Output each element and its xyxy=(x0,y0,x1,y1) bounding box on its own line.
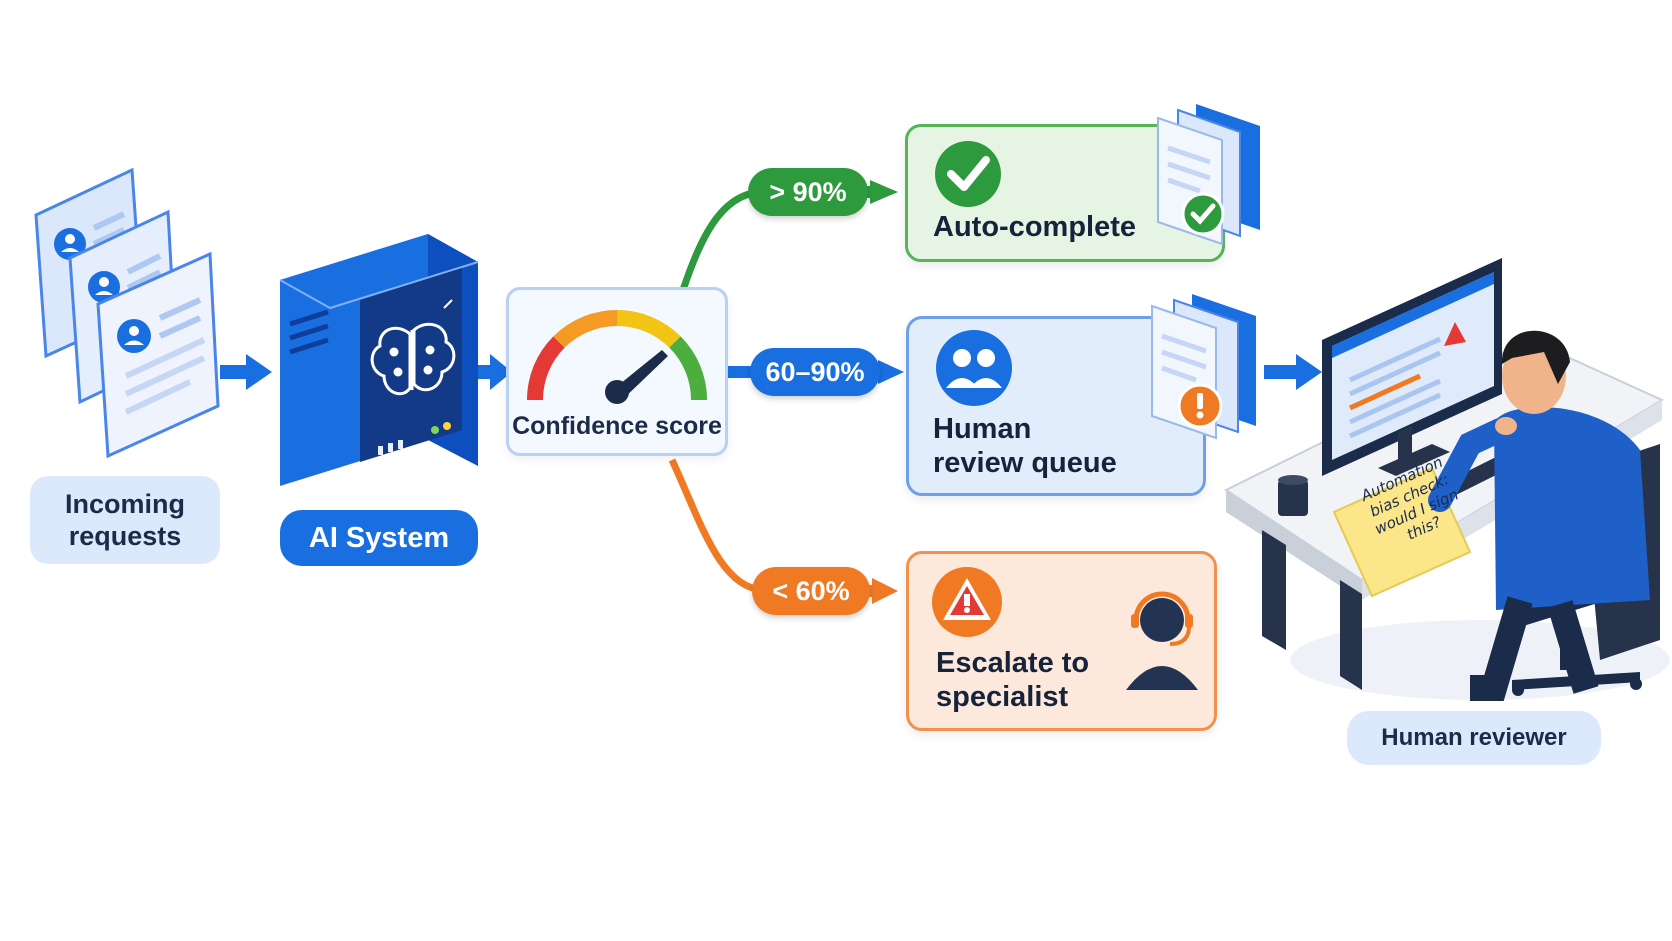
users-icon xyxy=(936,330,1012,406)
mug-icon xyxy=(1278,475,1308,516)
branch-mid-line xyxy=(728,366,756,378)
check-icon xyxy=(935,141,1001,207)
human-review-queue-title: Human review queue xyxy=(933,413,1117,479)
monitor-icon xyxy=(1322,258,1502,476)
arrow-ai-to-gauge xyxy=(478,354,512,390)
escalate-title: Escalate to specialist xyxy=(936,647,1090,713)
warning-icon xyxy=(1177,383,1223,429)
arrow-queue-to-reviewer xyxy=(1264,354,1322,390)
auto-complete-title: Auto-complete xyxy=(933,211,1136,243)
branch-high-line xyxy=(679,188,761,292)
arrow-input-to-ai xyxy=(220,354,272,390)
incoming-requests-label: Incoming requests xyxy=(30,476,220,564)
headset-icon xyxy=(1126,591,1198,690)
brain-icon xyxy=(370,322,456,396)
user-document-icon xyxy=(96,251,220,459)
document-stack-icon xyxy=(1151,294,1256,440)
arrow-high xyxy=(870,180,898,204)
document-stack-icon xyxy=(1157,104,1260,246)
arrow-mid xyxy=(878,360,904,384)
confidence-score-label: Confidence score xyxy=(512,412,722,440)
warning-icon xyxy=(932,567,1002,637)
person-icon xyxy=(1428,330,1650,701)
threshold-low-badge: < 60% xyxy=(752,567,870,615)
arrow-low xyxy=(872,578,898,604)
branch-low-line xyxy=(668,458,766,594)
ai-system-label: AI System xyxy=(280,510,478,566)
threshold-high-badge: > 90% xyxy=(748,168,868,216)
threshold-mid-badge: 60–90% xyxy=(750,348,880,396)
human-reviewer-label: Human reviewer xyxy=(1347,711,1601,765)
